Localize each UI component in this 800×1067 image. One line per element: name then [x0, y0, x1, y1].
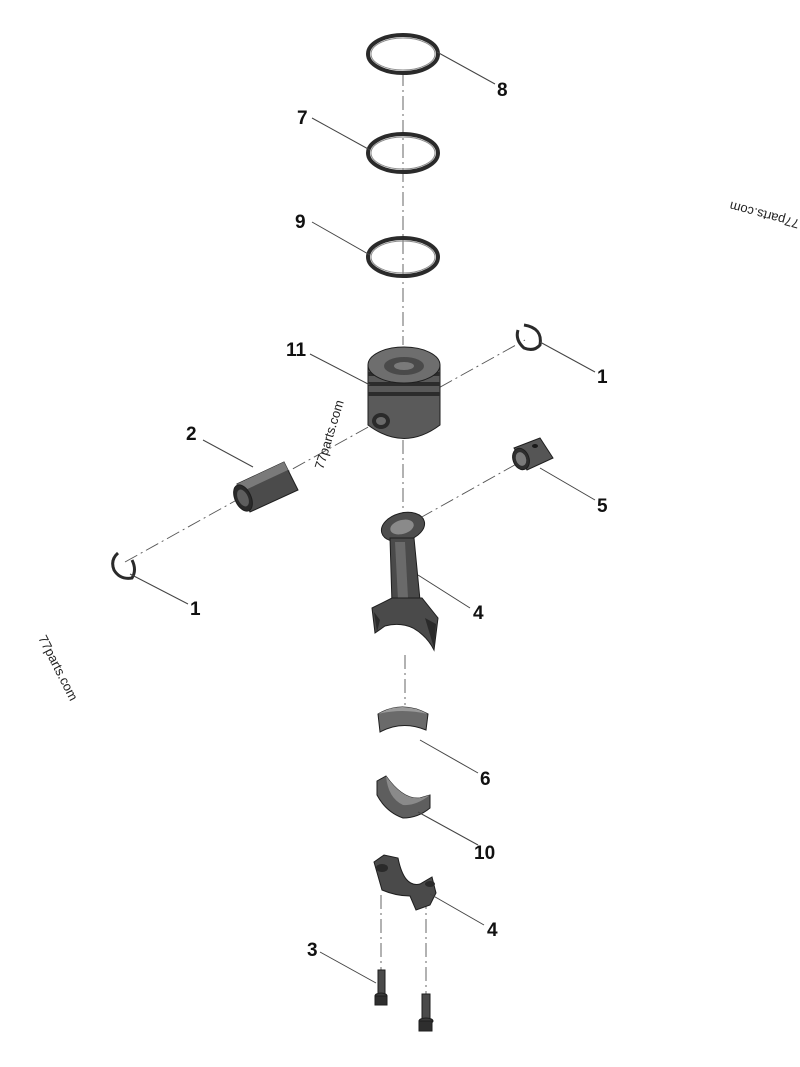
leader-2 — [202, 439, 254, 468]
bearing-shell-upper-6 — [377, 706, 429, 733]
callout-11: 11 — [286, 340, 307, 361]
leader-10 — [417, 811, 479, 846]
piston-pin-2 — [233, 461, 299, 513]
leader-1-left — [129, 573, 189, 605]
leader-4-rod — [417, 574, 471, 609]
piston-ring-9 — [366, 236, 440, 278]
cap-bolt-left-3 — [374, 969, 388, 1006]
connecting-rod-cap-4 — [373, 854, 437, 911]
leader-11 — [309, 353, 371, 386]
callout-8: 8 — [497, 80, 508, 101]
piston-11 — [367, 346, 441, 439]
callout-6: 6 — [480, 769, 491, 790]
leader-5 — [539, 467, 596, 501]
callout-5: 5 — [597, 496, 608, 517]
snap-ring-left-1 — [111, 551, 136, 580]
callout-1-right: 1 — [597, 367, 608, 388]
bearing-shell-lower-10 — [376, 775, 431, 819]
watermark-left: 77parts.com — [35, 633, 81, 704]
leader-3 — [319, 951, 377, 984]
connecting-rod-4 — [371, 511, 439, 652]
leader-4-cap — [429, 893, 485, 926]
bushing-axis-centerline — [419, 461, 521, 519]
leader-8 — [436, 51, 496, 85]
small-end-bushing-5 — [512, 437, 554, 471]
pin-axis-centerline — [124, 339, 526, 563]
callout-4-rod: 4 — [473, 603, 484, 624]
cap-bolt-right-3 — [418, 993, 434, 1032]
snap-ring-right-1 — [515, 323, 542, 351]
callout-2: 2 — [186, 424, 197, 445]
callout-1-left: 1 — [190, 599, 201, 620]
leader-1-right — [539, 341, 596, 373]
callout-4-cap: 4 — [487, 920, 498, 941]
piston-ring-7 — [366, 132, 440, 174]
callout-7: 7 — [297, 108, 308, 129]
leader-6 — [419, 739, 479, 774]
leader-7 — [311, 117, 371, 151]
callout-9: 9 — [295, 212, 306, 233]
watermark-top-right: 77parts.com — [728, 199, 800, 232]
leader-9 — [311, 221, 371, 256]
callout-10: 10 — [474, 843, 495, 864]
callout-3: 3 — [307, 940, 318, 961]
piston-ring-8 — [366, 33, 440, 75]
watermark-center: 77parts.com — [312, 398, 347, 471]
